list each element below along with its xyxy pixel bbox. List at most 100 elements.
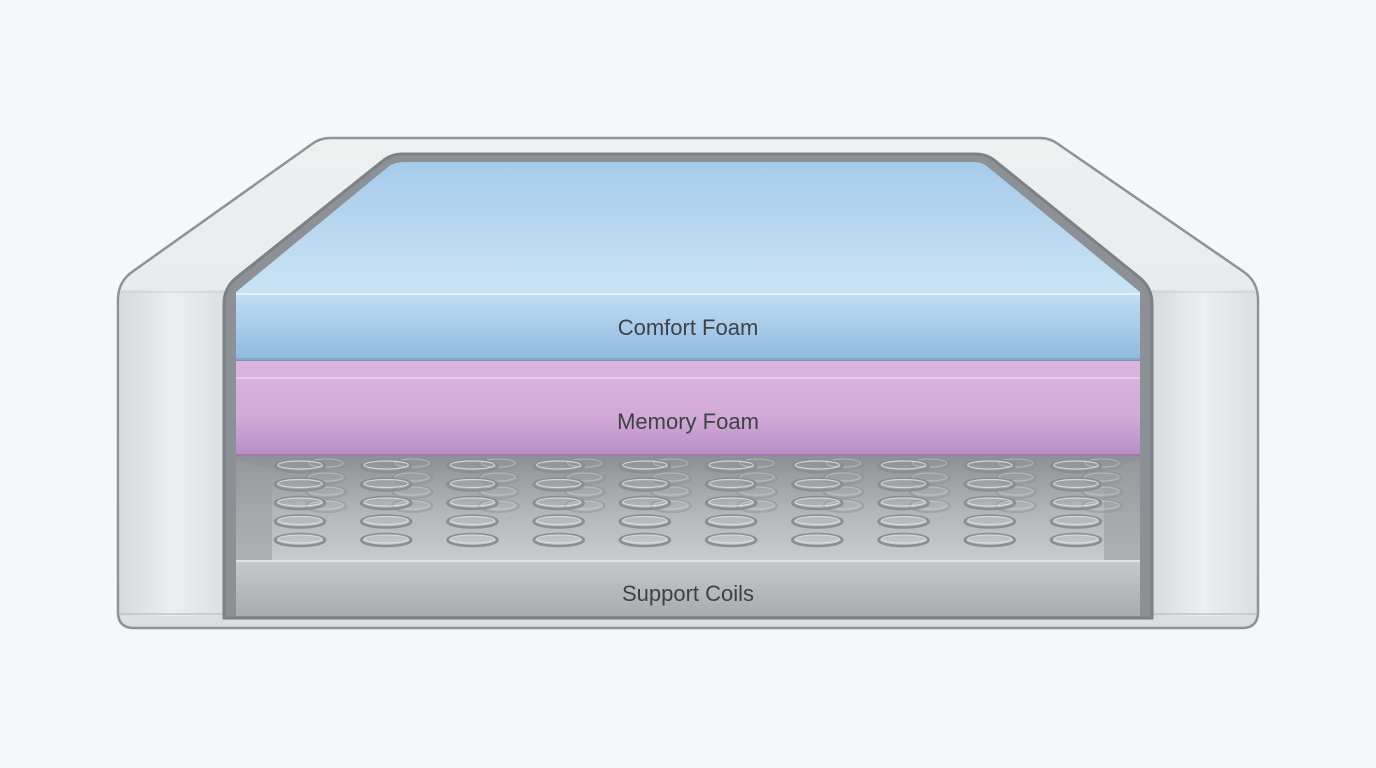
coil-turn <box>563 485 606 499</box>
support-coils-group <box>273 457 1123 548</box>
coil-front <box>704 458 758 548</box>
coil-turn <box>532 532 585 548</box>
coil-turn <box>963 532 1017 548</box>
coil-turn <box>736 457 779 471</box>
mattress-frame-left-side <box>120 290 226 616</box>
coil-turn <box>273 514 327 529</box>
coil-highlight <box>449 515 496 526</box>
coil-turn <box>877 495 930 511</box>
coil-turn <box>391 485 434 499</box>
coil-turn <box>618 495 672 511</box>
coil-turn <box>1049 495 1103 511</box>
coil-turn <box>963 477 1017 492</box>
coil-highlight <box>794 497 840 507</box>
coil-turn <box>273 477 327 492</box>
coil-turn <box>359 495 413 511</box>
coil-front <box>446 458 499 548</box>
coil-highlight <box>880 515 927 526</box>
coil-turn <box>446 532 499 548</box>
coil-highlight <box>911 500 948 510</box>
coil-highlight <box>567 500 603 510</box>
coil-highlight <box>1084 500 1120 510</box>
coil-highlight <box>825 472 861 482</box>
coil-highlight <box>622 478 668 489</box>
coil-turn <box>822 457 865 471</box>
coil-front <box>877 458 930 548</box>
coil-turn <box>704 477 758 492</box>
coil-turn <box>822 485 865 499</box>
coil-turn <box>618 477 672 492</box>
coil-turn <box>963 514 1017 529</box>
coil-highlight <box>622 460 668 470</box>
coil-highlight <box>653 500 689 510</box>
coil-highlight <box>277 497 323 507</box>
coil-highlight <box>277 478 323 489</box>
support-coils-base <box>236 560 1140 616</box>
coil-highlight <box>967 460 1013 470</box>
coil-highlight <box>708 515 754 526</box>
coil-turn <box>1049 532 1103 548</box>
coil-highlight <box>536 497 582 507</box>
coil-highlight <box>825 500 861 510</box>
coil-turn <box>1049 458 1103 474</box>
coil-turn <box>908 485 951 499</box>
coil-turn <box>359 514 413 529</box>
coil-turn <box>532 477 585 492</box>
coil-turn <box>618 458 672 474</box>
coil-turn <box>963 495 1017 511</box>
coil-turn <box>359 458 413 474</box>
coil-turn <box>877 532 930 548</box>
coil-turn <box>963 458 1017 474</box>
coil-highlight <box>480 472 517 482</box>
coil-front <box>359 458 413 548</box>
coil-highlight <box>363 460 409 470</box>
coil-highlight <box>739 500 775 510</box>
coil-highlight <box>363 478 409 489</box>
coil-highlight <box>653 472 689 482</box>
coil-turn <box>704 514 758 529</box>
coil-turn <box>649 457 692 471</box>
coil-front <box>532 458 585 548</box>
coil-highlight <box>739 472 775 482</box>
coil-front <box>963 458 1017 548</box>
coil-turn <box>532 458 585 474</box>
coil-highlight <box>794 515 840 526</box>
coil-front <box>618 458 672 548</box>
coil-turn <box>649 485 692 499</box>
coil-turn <box>359 532 413 548</box>
comfort-foam-label: Comfort Foam <box>618 315 759 340</box>
coil-highlight <box>536 460 582 470</box>
coil-turn <box>446 458 499 474</box>
coil-highlight <box>794 534 840 544</box>
coil-turn <box>1081 457 1123 471</box>
coil-turn <box>532 495 585 511</box>
coil-highlight <box>708 478 754 489</box>
coil-turn <box>477 485 520 499</box>
coil-highlight <box>998 500 1034 510</box>
coil-highlight <box>449 534 496 544</box>
coil-turn <box>391 457 434 471</box>
coil-highlight <box>622 534 668 544</box>
coil-turn <box>273 532 327 548</box>
coil-highlight <box>449 460 496 470</box>
coil-highlight <box>394 500 430 510</box>
coil-turn <box>563 457 606 471</box>
coil-highlight <box>998 472 1034 482</box>
coil-highlight <box>1084 472 1120 482</box>
coil-turn <box>305 485 347 499</box>
memory-foam-layer <box>236 361 1140 456</box>
coil-turn <box>359 477 413 492</box>
coil-highlight <box>794 460 840 470</box>
coil-turn <box>791 458 844 474</box>
coil-highlight <box>308 500 344 510</box>
coil-highlight <box>363 497 409 507</box>
coil-turn <box>618 514 672 529</box>
coil-turn <box>273 495 327 511</box>
mattress-frame-right-side <box>1150 290 1256 616</box>
coil-turn <box>994 485 1037 499</box>
coil-highlight <box>1053 478 1099 489</box>
coil-turn <box>273 458 327 474</box>
coil-turn <box>791 514 844 529</box>
coil-turn <box>446 495 499 511</box>
memory-foam-label: Memory Foam <box>617 409 759 434</box>
